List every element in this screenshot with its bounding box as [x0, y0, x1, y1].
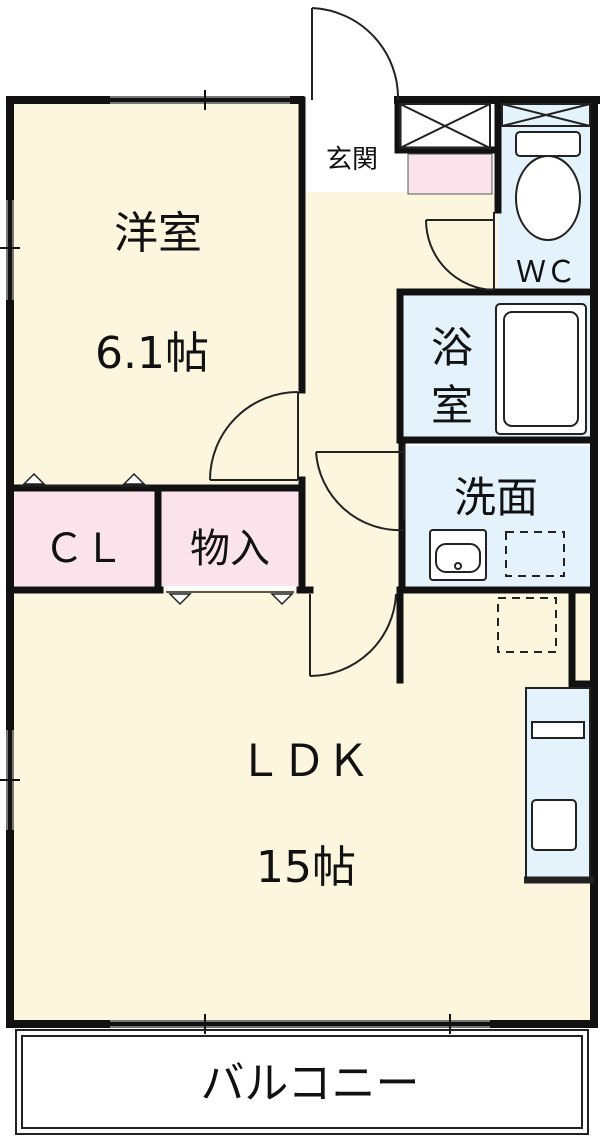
closet-floor: [14, 490, 156, 586]
storage-label: 物入: [190, 526, 270, 572]
entrance-floor: [300, 100, 400, 192]
balcony-label: バルコニー: [200, 1058, 419, 1109]
bedroom-door: [209, 391, 299, 481]
entrance-label: 玄関: [326, 145, 378, 175]
washer-space: [505, 531, 565, 577]
western-room-size: 6.1帖: [95, 328, 209, 379]
hallway-floor: [300, 192, 400, 590]
ldk-door: [309, 593, 397, 678]
bathroom-label-1: 浴: [431, 323, 473, 372]
ldk-label: ＬＤＫ: [238, 736, 370, 787]
exterior-walls: [6, 96, 600, 1028]
bathroom-door: [315, 446, 405, 532]
toilet-label: ＷＣ: [516, 255, 576, 290]
ldk-size: 15帖: [256, 842, 356, 893]
toilet-fixture: [515, 131, 581, 241]
refrigerator-space: [497, 597, 557, 653]
western-room-label: 洋室: [114, 208, 202, 259]
balcony-rail: [15, 1029, 589, 1135]
hallway-upper-floor: [400, 192, 498, 290]
bathroom-label-2: 室: [431, 381, 473, 430]
shoe-box: [407, 153, 493, 195]
ldk-floor: [14, 590, 590, 1020]
closet-doors: [20, 472, 294, 606]
washroom-label: 洗面: [454, 473, 538, 522]
balcony-floor: [14, 1022, 590, 1132]
storage-floor: [160, 490, 300, 586]
toilet-door: [425, 212, 495, 291]
western-room-floor: [14, 100, 302, 488]
washbasin: [429, 529, 487, 581]
storage-box-marks: [399, 103, 591, 149]
kitchen-counter: [524, 687, 594, 884]
closet-label: ＣＬ: [44, 526, 124, 572]
entrance-door: [311, 7, 400, 101]
interior-walls: [10, 96, 598, 688]
bathtub: [495, 303, 587, 435]
